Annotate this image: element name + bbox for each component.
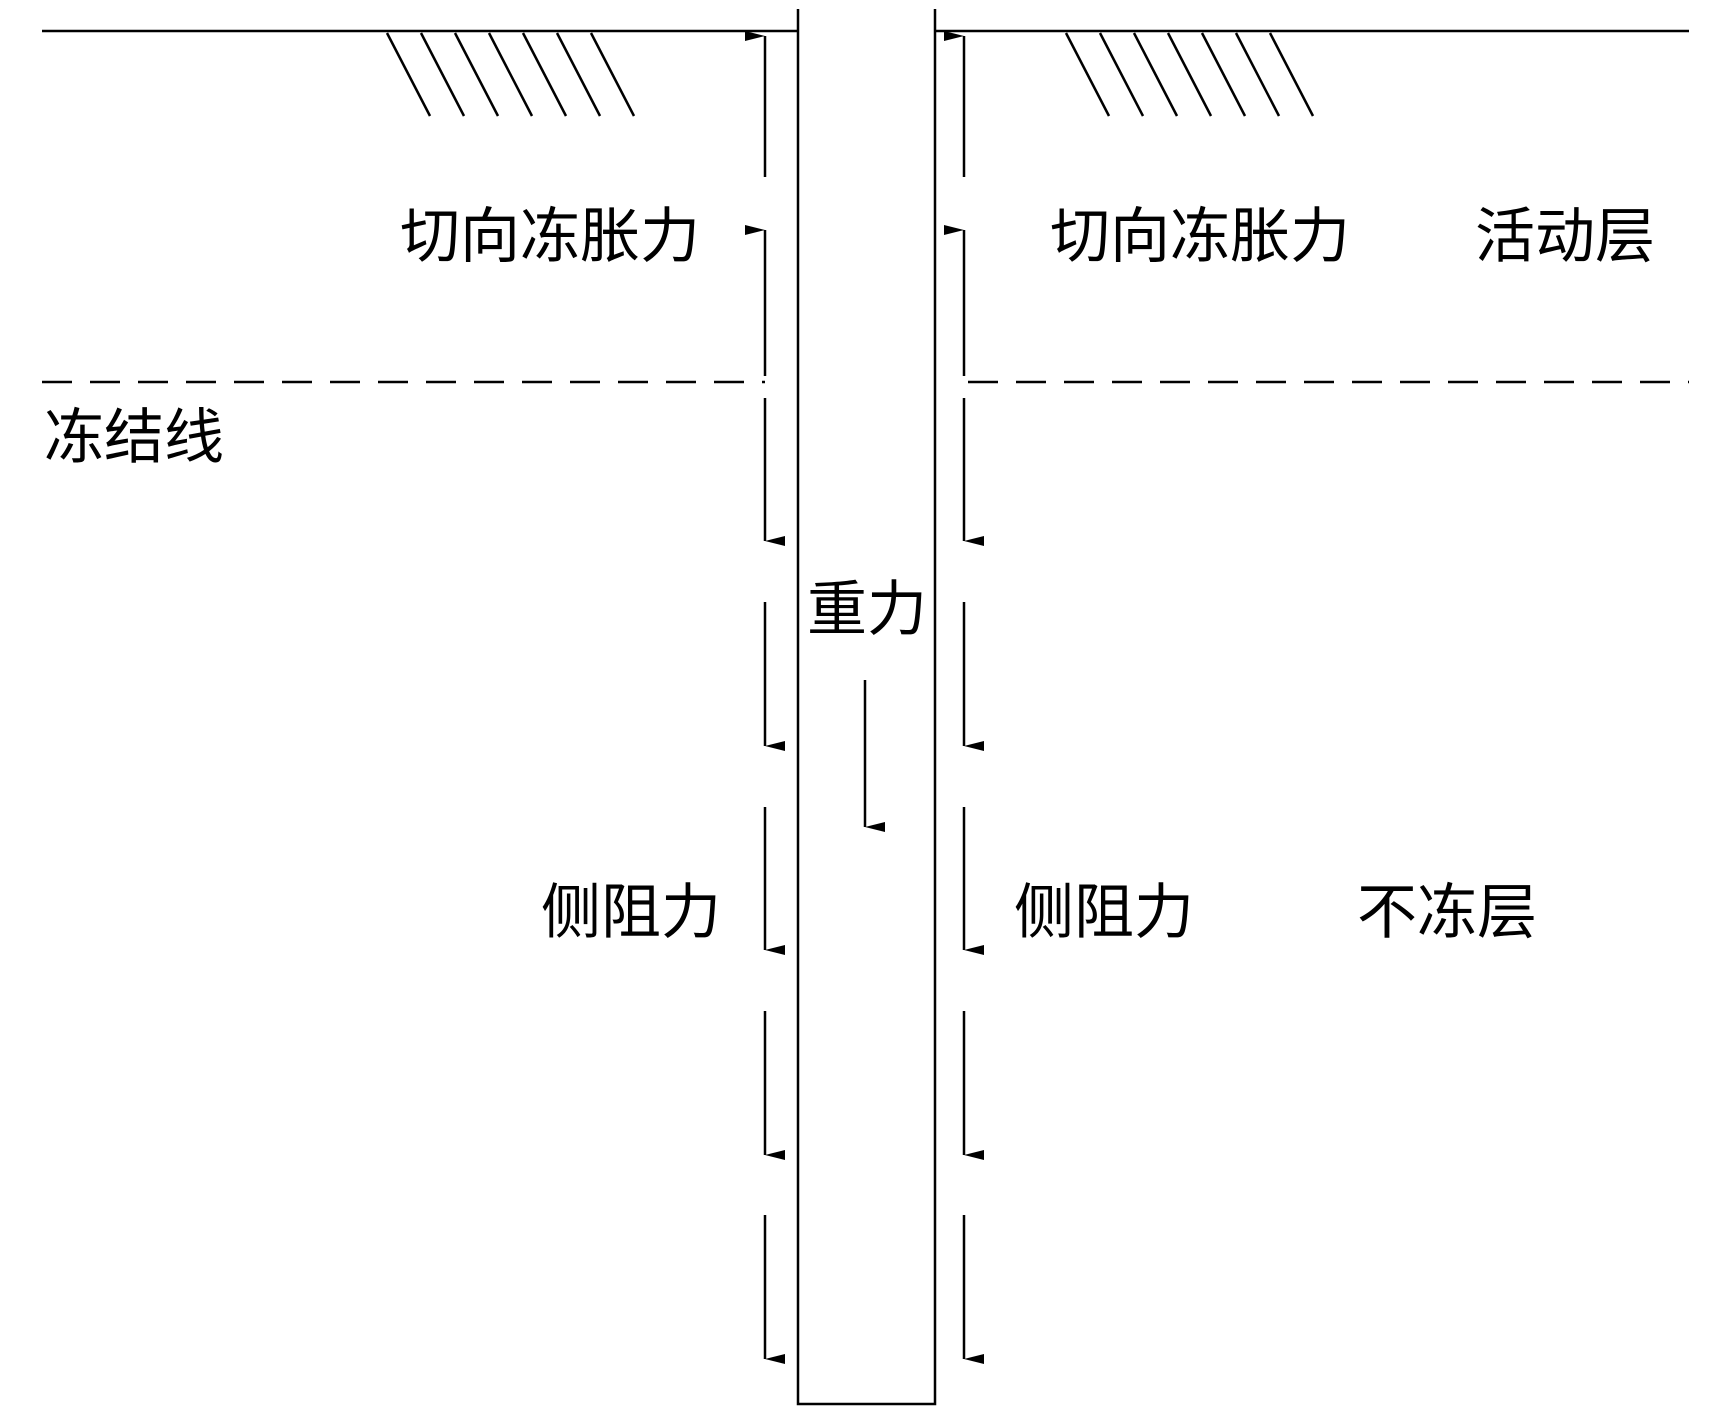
label-unfrozen-layer: 不冻层 — [1357, 878, 1537, 948]
soil-hatch-left — [385, 32, 636, 117]
label-active-layer: 活动层 — [1475, 202, 1655, 272]
label-side-resistance-left: 侧阻力 — [541, 878, 721, 948]
label-freezing-line: 冻结线 — [44, 403, 224, 473]
label-side-resistance-right: 侧阻力 — [1014, 878, 1194, 948]
label-tangential-frost-heave-right: 切向冻胀力 — [1050, 202, 1350, 272]
label-gravity: 重力 — [807, 575, 927, 645]
soil-hatch-right — [1064, 32, 1315, 117]
pile — [796, 9, 937, 1406]
label-tangential-frost-heave-left: 切向冻胀力 — [400, 202, 700, 272]
